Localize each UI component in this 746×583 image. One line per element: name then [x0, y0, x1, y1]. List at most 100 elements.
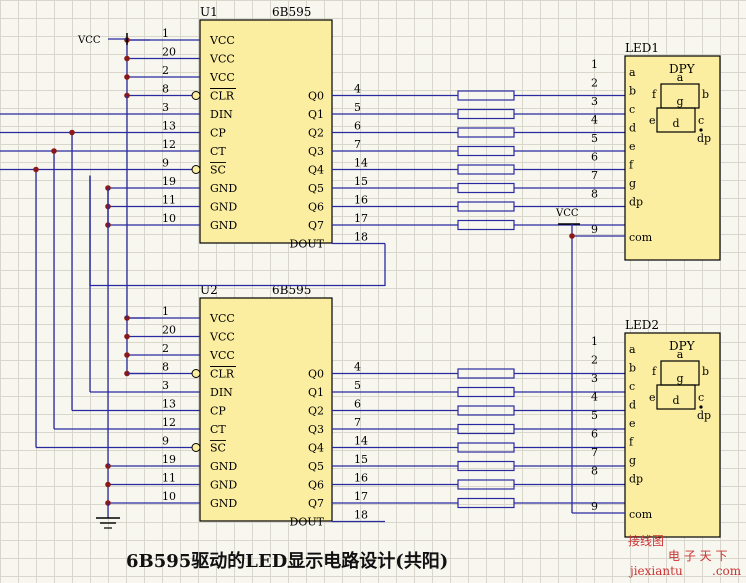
pin-name: Q4	[308, 164, 324, 177]
watermark-text: .com	[712, 564, 742, 578]
pin-number: 3	[591, 372, 598, 385]
pin-number: 7	[591, 169, 598, 182]
seven-seg-lower	[656, 384, 696, 410]
led-body-led2	[624, 332, 721, 538]
pin-number: 3	[162, 379, 169, 392]
pin-number: 11	[162, 194, 176, 207]
segment-e-label: e	[649, 391, 656, 404]
chip-ref-label: U1	[200, 5, 218, 19]
pin-number: 1	[591, 58, 598, 71]
resistor	[457, 442, 515, 453]
junction-dot	[51, 148, 57, 154]
resistor	[457, 405, 515, 416]
pin-name: Q1	[308, 386, 324, 399]
led-ref-label: LED2	[625, 318, 659, 332]
figure-caption: 6B595驱动的LED显示电路设计(共阳)	[126, 550, 448, 572]
pin-number: 14	[354, 157, 368, 170]
pin-number: 8	[162, 361, 169, 374]
pin-name: GND	[210, 201, 237, 214]
dp-dot	[699, 128, 703, 132]
segment-g-label: g	[676, 95, 683, 108]
pin-name: Q7	[308, 497, 324, 510]
pin-number: 1	[591, 335, 598, 348]
pin-number: 7	[354, 138, 361, 151]
pin-name: VCC	[209, 331, 235, 344]
led-pin-name: dp	[629, 473, 643, 486]
pin-number: 19	[162, 175, 176, 188]
vcc-label: VCC	[77, 35, 101, 46]
pin-name: Q0	[308, 368, 324, 381]
led-pin-name: a	[629, 66, 636, 79]
pin-number: 7	[354, 416, 361, 429]
segment-g-label: g	[676, 372, 683, 385]
pin-number: 7	[591, 446, 598, 459]
junction-dot	[124, 74, 130, 80]
junction-dot	[124, 352, 130, 358]
pin-number: 1	[162, 305, 169, 318]
pin-name: GND	[210, 219, 237, 232]
led-body-led1	[624, 55, 721, 261]
watermark-text: 电 子 天 下	[668, 549, 727, 563]
inversion-bubble	[191, 91, 201, 100]
resistor	[457, 386, 515, 398]
pin-name: DOUT	[290, 238, 325, 251]
pin-number: 9	[591, 500, 598, 513]
pin-name: CP	[210, 405, 226, 418]
inversion-bubble	[191, 369, 201, 378]
led-pin-name: e	[629, 417, 636, 430]
resistor	[457, 497, 515, 509]
segment-e-label: e	[649, 114, 656, 127]
pin-name: Q7	[308, 219, 324, 232]
pin-number: 4	[591, 114, 598, 127]
pin-number: 5	[591, 132, 598, 145]
pin-number: 19	[162, 453, 176, 466]
pin-number: 12	[162, 416, 176, 429]
led-pin-name: f	[629, 436, 634, 449]
resistor	[457, 90, 515, 101]
pin-name: Q5	[308, 460, 324, 473]
resistor	[457, 127, 515, 138]
pin-number: 10	[162, 490, 176, 503]
pin-name: Q2	[308, 127, 324, 140]
pin-number: 10	[162, 212, 176, 225]
pin-name: DOUT	[290, 516, 325, 529]
led-pin-name: d	[629, 122, 636, 135]
pin-number: 11	[162, 472, 176, 485]
pin-number: 8	[591, 188, 598, 201]
led-pin-name: f	[629, 159, 634, 172]
pin-number: 13	[162, 398, 176, 411]
resistor	[457, 219, 515, 231]
pin-name: CLR	[210, 368, 235, 381]
led-pin-name: c	[629, 103, 635, 116]
pin-number: 17	[354, 212, 368, 225]
pin-name: Q1	[308, 108, 324, 121]
junction-dot	[124, 333, 130, 340]
pin-number: 3	[162, 101, 169, 114]
pin-number: 5	[591, 409, 598, 422]
dpy-type-label: DPY	[669, 339, 696, 353]
junction-dot	[124, 55, 130, 62]
pin-name: Q3	[308, 423, 324, 436]
led-pin-name: d	[629, 399, 636, 412]
segment-c-label: c	[698, 391, 704, 404]
pin-name: Q3	[308, 145, 324, 158]
resistor	[457, 479, 515, 490]
resistor	[457, 145, 515, 157]
segment-c-label: c	[698, 114, 704, 127]
pin-name: VCC	[209, 71, 235, 84]
pin-number: 15	[354, 453, 368, 466]
pin-name: GND	[210, 497, 237, 510]
pin-name: Q6	[308, 201, 324, 214]
pin-number: 5	[354, 379, 361, 392]
pin-number: 16	[354, 194, 368, 207]
segment-dp-label: dp	[697, 409, 711, 422]
pin-number: 9	[162, 157, 169, 170]
pin-number: 5	[354, 101, 361, 114]
pin-number: 8	[162, 83, 169, 96]
segment-d-label: d	[672, 117, 679, 130]
inversion-bubble	[191, 165, 201, 174]
resistor	[457, 423, 515, 435]
pin-name: VCC	[209, 312, 235, 325]
